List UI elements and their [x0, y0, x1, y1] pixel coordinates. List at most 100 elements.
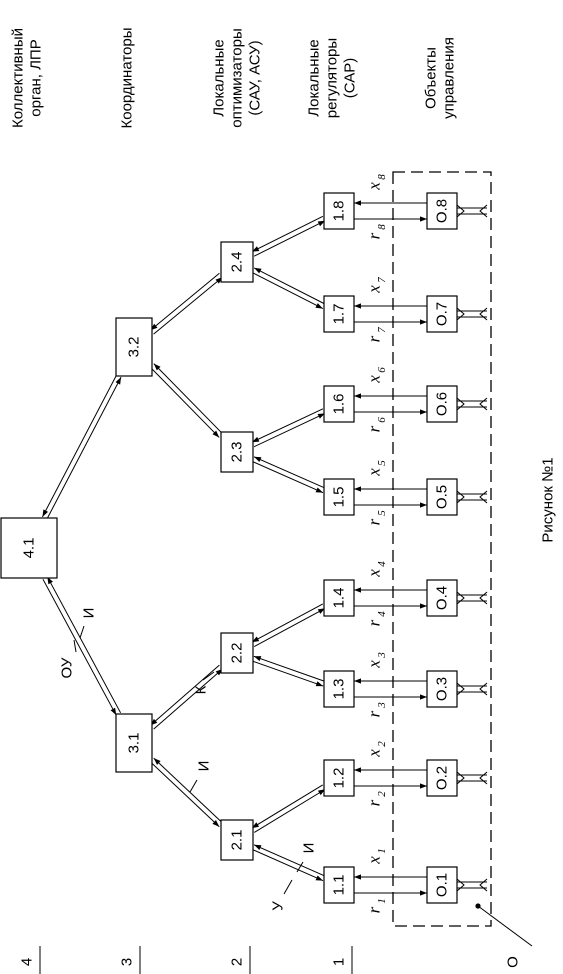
signal-r-sub-4: 4	[376, 611, 388, 617]
signal-r-sub-8: 8	[376, 224, 388, 230]
label-i-low: И	[301, 843, 318, 854]
link-coord-opt-1-down-arrow	[212, 820, 220, 827]
link-opt-reg-6-up	[251, 408, 324, 443]
signal-x-arrow-2	[354, 767, 361, 773]
signal-r-arrow-3	[420, 694, 427, 700]
signal-x-sub-2: 2	[376, 741, 388, 747]
link-top-coord-2-up-arrow	[42, 509, 49, 517]
header-col0-line-1: Объекты	[423, 47, 440, 109]
link-opt-reg-7-up	[253, 267, 326, 305]
level-label-2: 3	[119, 958, 136, 966]
signal-r-arrow-6	[420, 409, 427, 415]
env-arrow-in-7	[456, 307, 465, 321]
node-opt-2-frame	[220, 632, 254, 674]
header-col2-line-3: (САУ, АСУ)	[247, 40, 264, 115]
link-opt-reg-6-down-arrow	[317, 413, 326, 419]
link-coord-opt-3-down-arrow	[212, 430, 220, 438]
header-col1-line-2: регуляторы	[324, 38, 341, 118]
node-obj-5-frame	[426, 478, 458, 516]
signal-x-arrow-4	[354, 587, 361, 593]
signal-r-symbol-3: r	[365, 710, 384, 717]
signal-x-symbol-6: x	[365, 375, 384, 384]
link-opt-reg-7-down	[251, 271, 324, 310]
label-ou: ОУ	[59, 657, 76, 678]
signal-r-sub-1: 1	[376, 898, 388, 904]
enclosure-leader	[477, 905, 533, 947]
link-top-coord-2-down	[46, 376, 122, 520]
label-i-mid: И	[196, 761, 213, 772]
link-opt-reg-1-up	[253, 844, 326, 877]
link-coord-opt-1-up-arrow	[153, 758, 161, 765]
header-col4-line-1: Коллективный	[10, 28, 27, 128]
node-obj-7-frame	[426, 295, 458, 333]
leader-ou	[73, 639, 77, 653]
label-i-top: И	[81, 608, 98, 619]
link-top-coord-2-up	[42, 374, 118, 518]
node-reg-5-frame	[323, 478, 355, 516]
header-col2-line-1: Локальные	[211, 39, 228, 116]
env-arrow-out-7	[479, 307, 488, 321]
signal-x-symbol-1: x	[365, 856, 384, 865]
signal-r-arrow-7	[420, 319, 427, 325]
link-opt-reg-5-down	[251, 460, 324, 494]
node-obj-2-frame	[426, 759, 458, 797]
link-opt-reg-8-down	[253, 220, 326, 257]
link-coord-opt-4-up	[150, 272, 220, 331]
node-reg-3-frame	[323, 670, 355, 708]
node-reg-2: 1.2	[331, 768, 348, 789]
link-opt-reg-4-down-arrow	[317, 608, 326, 614]
link-opt-reg-3-down	[252, 660, 324, 687]
node-opt-4-frame	[220, 241, 254, 283]
link-opt-reg-3-up	[253, 655, 325, 682]
env-arrow-out-8	[479, 204, 488, 218]
env-arrow-out-2	[479, 771, 488, 785]
link-top-coord-1-down-arrow	[110, 707, 117, 716]
header-col0-line-2: управления	[441, 37, 458, 119]
signal-x-arrow-7	[354, 303, 361, 309]
signal-x-symbol-8: x	[365, 182, 384, 191]
node-obj-3-frame	[426, 670, 458, 708]
env-arrow-out-3	[479, 682, 488, 696]
node-reg-6-frame	[323, 385, 355, 423]
node-opt-1: 2.1	[229, 830, 246, 851]
signal-r-arrow-8	[420, 216, 427, 222]
nodes	[0, 192, 458, 904]
node-reg-3: 1.3	[331, 679, 348, 700]
label-u: У	[270, 901, 287, 911]
link-opt-reg-8-up-arrow	[251, 246, 260, 252]
link-opt-reg-5-up-arrow	[254, 456, 262, 462]
node-obj-8: О.8	[434, 199, 451, 223]
link-coord-opt-3-down	[149, 366, 220, 438]
level-label-5: О	[505, 956, 522, 968]
link-opt-reg-6-up-arrow	[251, 436, 260, 443]
link-top-coord-2-down-arrow	[115, 377, 122, 385]
link-coord-opt-2-down	[153, 668, 223, 730]
signal-x-sub-3: 3	[376, 652, 388, 659]
link-coord-opt-4-down	[153, 276, 223, 335]
signal-x-symbol-5: x	[365, 468, 384, 477]
signal-r-sub-7: 7	[376, 327, 388, 333]
env-arrow-in-6	[456, 397, 465, 411]
signal-r-symbol-4: r	[365, 619, 384, 626]
signal-x-symbol-4: x	[365, 569, 384, 578]
node-obj-8-frame	[426, 192, 458, 230]
link-coord-opt-1-down	[149, 761, 220, 828]
header-col2-line-2: оптимизаторы	[229, 28, 246, 127]
signal-x-arrow-8	[354, 200, 361, 206]
link-opt-reg-8-up	[251, 215, 324, 253]
link-opt-reg-2-up	[251, 784, 323, 829]
node-reg-7-frame	[323, 295, 355, 333]
link-opt-reg-7-up-arrow	[254, 267, 262, 274]
node-opt-1-frame	[220, 819, 254, 861]
link-opt-reg-3-up-arrow	[253, 656, 262, 662]
signal-x-sub-4: 4	[376, 561, 388, 567]
signal-r-arrow-5	[420, 502, 427, 508]
node-opt-3: 2.3	[229, 442, 246, 463]
env-arrow-in-2	[456, 771, 465, 785]
signal-r-symbol-2: r	[365, 799, 384, 806]
link-opt-reg-4-up	[251, 603, 324, 643]
link-top-coord-1-up	[46, 576, 122, 714]
link-opt-reg-1-up-arrow	[254, 844, 262, 850]
signal-x-arrow-3	[354, 678, 361, 684]
